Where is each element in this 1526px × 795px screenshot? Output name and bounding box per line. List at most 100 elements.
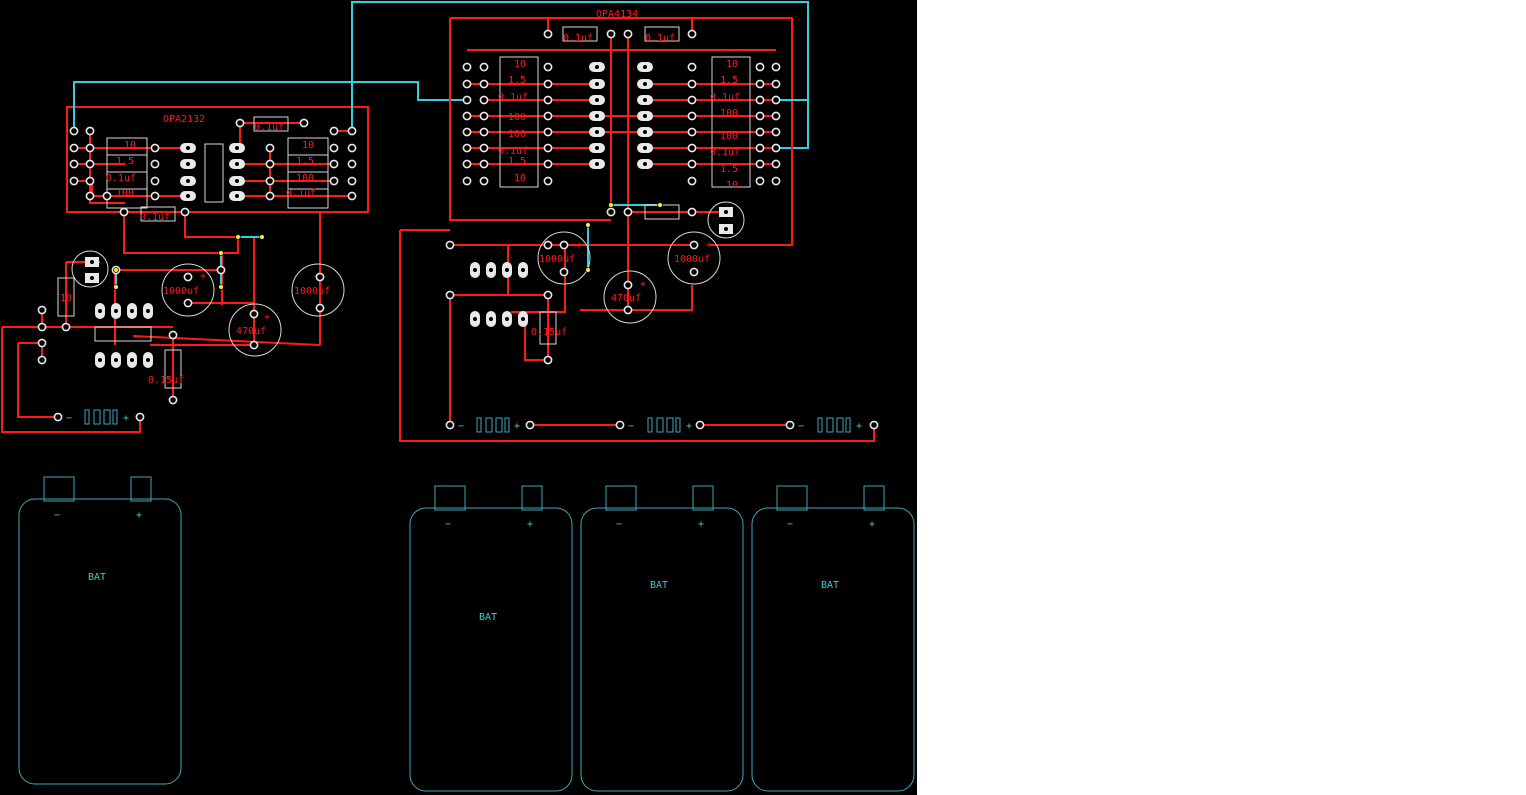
pad-hole	[235, 146, 239, 150]
battery-body	[580, 507, 744, 792]
batteries: −+BAT−+BAT−+BAT−+BAT	[18, 476, 915, 792]
pad	[445, 420, 455, 430]
pad	[479, 95, 489, 105]
battery-terminal-negative	[776, 485, 808, 511]
pcb-canvas[interactable]: OPA2132 10 1.5 0.1uf 100 10 1.5 100 0.1u…	[0, 0, 917, 795]
pad	[755, 95, 765, 105]
pad-hole	[146, 358, 150, 362]
battery-terminal-negative	[434, 485, 466, 511]
pad	[755, 127, 765, 137]
minus-sign: −	[798, 421, 804, 432]
resistor-label: 100	[508, 112, 526, 123]
pad	[462, 176, 472, 186]
pad-hole	[98, 309, 102, 313]
battery: −+BAT	[409, 485, 573, 792]
battery-minus-label: −	[445, 519, 451, 530]
pad-hole	[186, 179, 190, 183]
resistor-label: 100	[720, 131, 738, 142]
pad	[329, 126, 339, 136]
pad	[180, 207, 190, 217]
pad	[462, 159, 472, 169]
pad	[265, 191, 275, 201]
chip-label-right: OPA4134	[596, 9, 638, 20]
pad	[543, 111, 553, 121]
resistor-label: 0.1uf	[710, 147, 740, 158]
cap-label: 0.1uf	[563, 33, 593, 44]
battery-label: BAT	[88, 572, 106, 583]
resistor-label: 100	[116, 188, 134, 199]
pad-hole	[130, 358, 134, 362]
pad	[462, 143, 472, 153]
pad-hole	[595, 65, 599, 69]
pad	[543, 79, 553, 89]
left-electrolytic-a: + 1000uf	[161, 263, 215, 317]
regulator-body	[94, 326, 152, 342]
pad	[37, 322, 47, 332]
pcb-layout[interactable]: OPA2132 10 1.5 0.1uf 100 10 1.5 100 0.1u…	[0, 0, 917, 795]
resistor-label: 100	[508, 129, 526, 140]
battery-body	[409, 507, 573, 792]
pad	[315, 272, 325, 282]
pad	[606, 29, 616, 39]
pad	[265, 159, 275, 169]
pad	[265, 143, 275, 153]
pad-hole	[489, 268, 493, 272]
cap-body	[562, 26, 598, 42]
via	[585, 222, 591, 228]
pad-hole	[643, 98, 647, 102]
resistor-label: 1.5	[296, 156, 314, 167]
pad	[150, 159, 160, 169]
pad	[687, 79, 697, 89]
plus-sign: +	[856, 421, 862, 432]
pad	[102, 191, 112, 201]
pad	[623, 305, 633, 315]
right-board: OPA4134 0.1uf 0.1uf 10 1.5 0.1uf 100 100…	[399, 9, 875, 442]
resistor-label: 10	[124, 140, 136, 151]
pad-hole	[186, 194, 190, 198]
cap-label: 0.15uf	[148, 375, 184, 386]
right-battery-connector-3: − +	[798, 417, 862, 433]
battery-label: BAT	[479, 612, 497, 623]
cap-body	[253, 116, 289, 132]
pad	[606, 207, 616, 217]
pad-hole	[643, 130, 647, 134]
pad-hole	[505, 317, 509, 321]
resistor-label: 1.5	[116, 156, 134, 167]
svg-text:+: +	[576, 240, 582, 251]
left-board: OPA2132 10 1.5 0.1uf 100 10 1.5 100 0.1u…	[1, 1, 809, 433]
pad	[543, 143, 553, 153]
resistor-label: 1.5	[720, 75, 738, 86]
pad-hole	[643, 162, 647, 166]
pad-hole	[643, 146, 647, 150]
pad	[623, 280, 633, 290]
via	[259, 234, 265, 240]
pad	[37, 305, 47, 315]
pad-hole	[521, 317, 525, 321]
pad	[329, 143, 339, 153]
pad-hole	[505, 268, 509, 272]
svg-text:+: +	[640, 279, 646, 290]
cap-label: 0.1uf	[140, 212, 170, 223]
pad	[771, 79, 781, 89]
pad	[462, 62, 472, 72]
resistor-label: 0.1uf	[106, 173, 136, 184]
pad	[623, 29, 633, 39]
battery-minus-label: −	[54, 510, 60, 521]
resistor-label: 10	[726, 59, 738, 70]
pad	[135, 412, 145, 422]
pad	[755, 159, 765, 169]
resistor-label: 10	[514, 59, 526, 70]
right-resistor-pack-b: 10 1.5 0.1uf 100 100 0.1uf 1.5 10	[710, 56, 751, 191]
cap-label: 1000uf	[163, 286, 199, 297]
pad-hole	[235, 162, 239, 166]
pad-hole	[98, 358, 102, 362]
right-electrolytic-b: + 1000uf	[667, 231, 721, 285]
battery: −+BAT	[580, 485, 744, 792]
pad	[695, 420, 705, 430]
pad	[168, 330, 178, 340]
pad	[543, 290, 553, 300]
pad	[479, 143, 489, 153]
pad	[347, 126, 357, 136]
pad	[445, 240, 455, 250]
via	[218, 284, 224, 290]
